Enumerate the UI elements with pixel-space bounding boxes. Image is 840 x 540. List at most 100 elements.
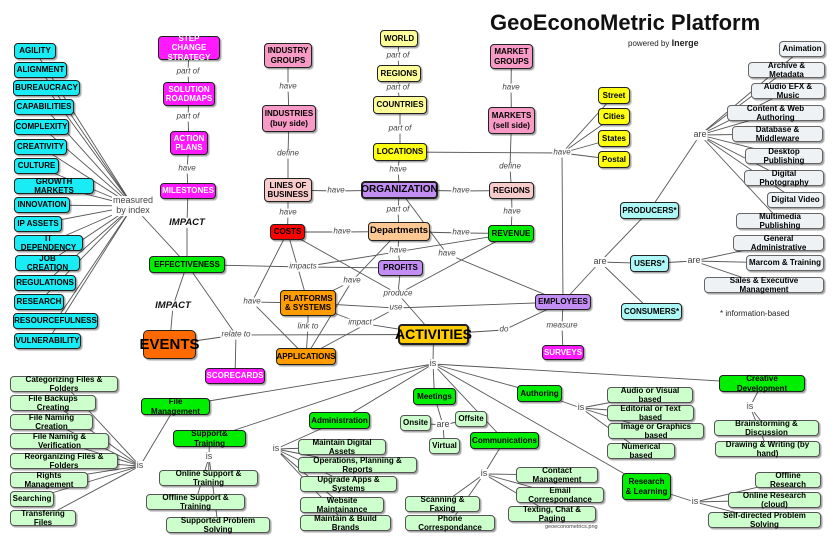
node-photo[interactable]: Digital Photography	[744, 169, 824, 187]
node-onsite[interactable]: Onsite	[400, 415, 431, 431]
node-alignment[interactable]: ALIGNMENT	[14, 62, 67, 78]
node-regions1[interactable]: REGIONS	[377, 65, 421, 82]
node-action[interactable]: ACTION PLANS	[170, 131, 208, 155]
node-scorecards[interactable]: SCORECARDS	[205, 368, 265, 384]
node-backups[interactable]: File Backups Creating	[10, 394, 96, 412]
node-selfdir[interactable]: Self-directed Problem Solving	[708, 511, 821, 529]
node-creative[interactable]: Creative Development	[719, 374, 805, 393]
node-employees[interactable]: EMPLOYEES	[535, 294, 591, 310]
node-dept[interactable]: Departments	[368, 222, 430, 241]
node-virtual[interactable]: Virtual	[429, 438, 460, 454]
node-maintassets[interactable]: Maintain Digital Assets	[298, 438, 386, 456]
node-growth[interactable]: GROWTH MARKETS	[14, 177, 94, 195]
node-comms[interactable]: Communications	[470, 432, 539, 449]
node-ops[interactable]: Operations, Planning & Reports	[298, 456, 417, 474]
node-probsolve[interactable]: Supported Problem Solving	[166, 516, 270, 534]
node-cat[interactable]: Categorizing Files & Folders	[10, 375, 118, 393]
node-genadmin[interactable]: General Administrative	[733, 234, 824, 252]
node-reslearn[interactable]: Research & Learning	[622, 473, 671, 500]
node-texting[interactable]: Texting, Chat & Paging	[508, 505, 596, 523]
node-support[interactable]: Support& Training	[173, 429, 246, 448]
node-solution[interactable]: SOLUTION ROADMAPS	[163, 82, 215, 106]
node-effect[interactable]: EFFECTIVENESS	[149, 256, 225, 273]
node-email[interactable]: Email Correspondance	[516, 486, 604, 504]
node-audioefx[interactable]: Audio EFX & Music	[751, 82, 825, 100]
node-transfer[interactable]: Transfering Files	[10, 509, 76, 527]
node-scanning[interactable]: Scanning & Faxing	[405, 495, 480, 513]
node-brands[interactable]: Maintain & Build Brands	[300, 514, 391, 532]
node-content[interactable]: Content & Web Authoring	[727, 104, 824, 122]
node-consumers[interactable]: CONSUMERS*	[621, 303, 682, 320]
node-offres[interactable]: Offline Research	[755, 471, 821, 489]
node-animation[interactable]: Animation	[779, 41, 825, 57]
node-postal[interactable]: Postal	[598, 151, 630, 168]
node-editorial[interactable]: Editorial or Text based	[607, 404, 694, 422]
node-costs[interactable]: COSTS	[270, 224, 305, 240]
node-indgroups[interactable]: INDUSTRY GROUPS	[264, 43, 312, 68]
node-desktop[interactable]: Desktop Publishing	[745, 147, 823, 165]
node-regions2[interactable]: REGIONS	[489, 182, 534, 199]
node-itdep[interactable]: IT DEPENDENCY	[14, 234, 83, 252]
node-vulnerability[interactable]: VULNERABILITY	[14, 333, 81, 349]
node-audiovis[interactable]: Audio or Visual based	[607, 386, 693, 404]
node-cities[interactable]: Cities	[598, 108, 630, 125]
node-producers[interactable]: PRODUCERS*	[620, 202, 679, 219]
node-profits[interactable]: PROFITS	[378, 260, 423, 276]
node-authoring[interactable]: Authoring	[517, 385, 562, 402]
node-imagegfx[interactable]: Image or Graphics based	[608, 422, 704, 440]
node-offlinesup[interactable]: Offline Support & Training	[146, 493, 245, 511]
node-ipassets[interactable]: IP ASSETS	[14, 216, 62, 232]
node-contact[interactable]: Contact Management	[516, 466, 598, 484]
node-jobcreation[interactable]: JOB CREATION	[15, 254, 80, 272]
node-searching[interactable]: Searching	[10, 491, 54, 507]
node-drawing[interactable]: Drawing & Writing (by hand)	[715, 440, 820, 458]
node-users[interactable]: USERS*	[630, 255, 669, 272]
node-events[interactable]: EVENTS	[140, 330, 200, 359]
node-upgrade[interactable]: Upgrade Apps & Systems	[300, 475, 397, 493]
node-website[interactable]: Website Maintainance	[300, 496, 384, 514]
node-countries[interactable]: COUNTRIES	[373, 96, 427, 114]
node-activities[interactable]: ACTIVITIES	[395, 324, 472, 345]
node-onlinesup[interactable]: Online Support & Training	[159, 469, 258, 487]
node-states[interactable]: States	[598, 130, 630, 147]
node-locations[interactable]: LOCATIONS	[373, 143, 427, 161]
node-brainstorm[interactable]: Brainstorming & Discussion	[714, 419, 819, 437]
node-filemgmt[interactable]: File Management	[141, 397, 210, 416]
node-namingver[interactable]: File Naming & Verification	[10, 432, 109, 450]
node-bureaucracy[interactable]: BUREAUCRACY	[13, 80, 80, 96]
node-sales[interactable]: Sales & Executive Management	[704, 276, 824, 294]
node-reorg[interactable]: Reorganizing Files & Folders	[10, 452, 118, 470]
node-markets[interactable]: MARKETS (sell side)	[488, 107, 535, 134]
node-research[interactable]: RESEARCH	[14, 294, 64, 310]
node-agility[interactable]: AGILITY	[14, 43, 56, 59]
node-platforms[interactable]: PLATFORMS & SYSTEMS	[280, 290, 336, 316]
node-database[interactable]: Database & Middleware	[732, 125, 823, 143]
node-apps[interactable]: APPLICATIONS	[276, 348, 336, 365]
node-resourceful[interactable]: RESOURCEFULNESS	[13, 313, 98, 329]
node-surveys[interactable]: SURVEYS	[542, 345, 584, 360]
node-onres[interactable]: Online Research (cloud)	[728, 491, 821, 509]
node-complexity[interactable]: COMPLEXITY	[14, 119, 69, 135]
node-world[interactable]: WORLD	[380, 30, 418, 47]
node-numerical[interactable]: Numerical based	[607, 442, 675, 460]
node-marcom[interactable]: Marcom & Training	[746, 255, 824, 271]
node-lob[interactable]: LINES OF BUSINESS	[264, 178, 312, 202]
node-street[interactable]: Street	[598, 87, 630, 104]
node-meetings[interactable]: Meetings	[413, 388, 456, 405]
node-innovation[interactable]: INNOVATION	[14, 197, 70, 213]
node-regulations[interactable]: REGULATIONS	[14, 275, 76, 291]
node-industries[interactable]: INDUSTRIES (buy side)	[262, 105, 316, 132]
node-offsite[interactable]: Offsite	[455, 411, 487, 427]
node-rights[interactable]: Rights Management	[10, 471, 88, 489]
node-capabilities[interactable]: CAPABILITIES	[14, 99, 74, 115]
node-phone[interactable]: Phone Correspondance	[405, 514, 495, 532]
node-multimedia[interactable]: Multimedia Publishing	[736, 212, 824, 230]
node-archive[interactable]: Archive & Metadata	[748, 61, 825, 79]
node-culture[interactable]: CULTURE	[14, 158, 59, 174]
node-admin[interactable]: Administration	[309, 412, 370, 429]
node-mktgroups[interactable]: MARKET GROUPS	[490, 44, 533, 69]
node-org[interactable]: ORGANIZATION	[361, 181, 438, 199]
node-milestones[interactable]: MILESTONES	[160, 183, 216, 199]
node-creativity[interactable]: CREATIVITY	[14, 139, 67, 155]
node-revenue[interactable]: REVENUE	[488, 225, 534, 242]
